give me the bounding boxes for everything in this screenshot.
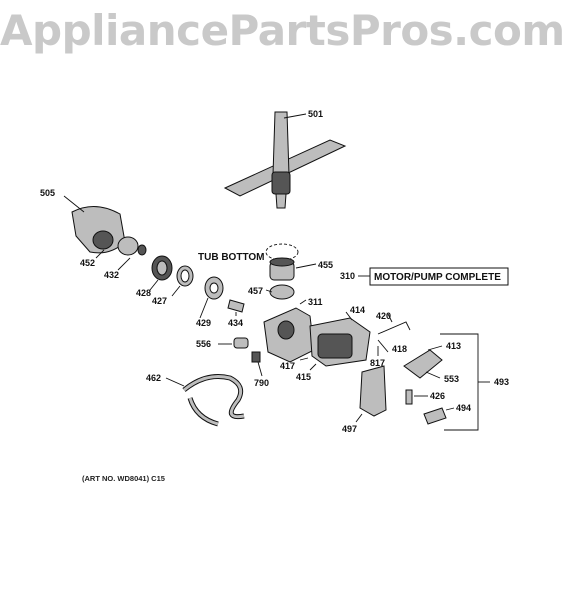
hose-clamp-432[interactable] xyxy=(117,236,147,256)
ring-427[interactable] xyxy=(176,265,194,287)
label-426: 426 xyxy=(430,391,445,401)
label-455: 455 xyxy=(318,260,333,270)
label-493: 493 xyxy=(494,377,509,387)
label-790: 790 xyxy=(254,378,269,388)
label-553: 553 xyxy=(444,374,459,384)
spray-arm-501[interactable] xyxy=(223,111,347,209)
label-414: 414 xyxy=(350,305,365,315)
label-427: 427 xyxy=(152,296,167,306)
watermark: AppliancePartsPros.com xyxy=(0,6,562,55)
label-494: 494 xyxy=(456,403,471,413)
label-417: 417 xyxy=(280,361,295,371)
tub-bottom-label: TUB BOTTOM xyxy=(198,252,264,263)
label-501: 501 xyxy=(308,109,323,119)
label-310: 310 xyxy=(340,271,355,281)
label-428: 428 xyxy=(136,288,151,298)
spring-790[interactable] xyxy=(251,351,261,363)
hose-462[interactable] xyxy=(182,374,245,427)
motor-pump-label: MOTOR/PUMP COMPLETE xyxy=(374,272,501,283)
part-494[interactable] xyxy=(423,407,447,425)
bracket-553[interactable] xyxy=(403,349,443,379)
part-556[interactable] xyxy=(233,337,249,349)
art-number-note: (ART NO. WD8041) C15 xyxy=(82,474,165,483)
clamp-457[interactable] xyxy=(269,284,295,300)
label-311: 311 xyxy=(308,297,323,307)
label-817: 817 xyxy=(370,358,385,368)
label-420: 420 xyxy=(376,311,391,321)
part-434[interactable] xyxy=(227,299,245,313)
label-418: 418 xyxy=(392,344,407,354)
motor-pump-box xyxy=(369,267,509,286)
label-415: 415 xyxy=(296,372,311,382)
label-432: 432 xyxy=(104,270,119,280)
rod-420[interactable] xyxy=(377,321,411,335)
seal-455[interactable] xyxy=(269,257,295,281)
sump-housing-505[interactable] xyxy=(71,206,126,254)
label-505: 505 xyxy=(40,188,55,198)
label-457: 457 xyxy=(248,286,263,296)
label-497: 497 xyxy=(342,424,357,434)
label-452: 452 xyxy=(80,258,95,268)
label-556: 556 xyxy=(196,339,211,349)
label-434: 434 xyxy=(228,318,243,328)
pump-body-311[interactable] xyxy=(263,307,315,363)
ring-429[interactable] xyxy=(204,276,224,300)
motor[interactable] xyxy=(309,317,371,367)
part-426[interactable] xyxy=(405,389,413,405)
label-429: 429 xyxy=(196,318,211,328)
label-462: 462 xyxy=(146,373,161,383)
bracket-497[interactable] xyxy=(359,365,387,417)
label-413: 413 xyxy=(446,341,461,351)
impeller-428[interactable] xyxy=(151,255,173,281)
